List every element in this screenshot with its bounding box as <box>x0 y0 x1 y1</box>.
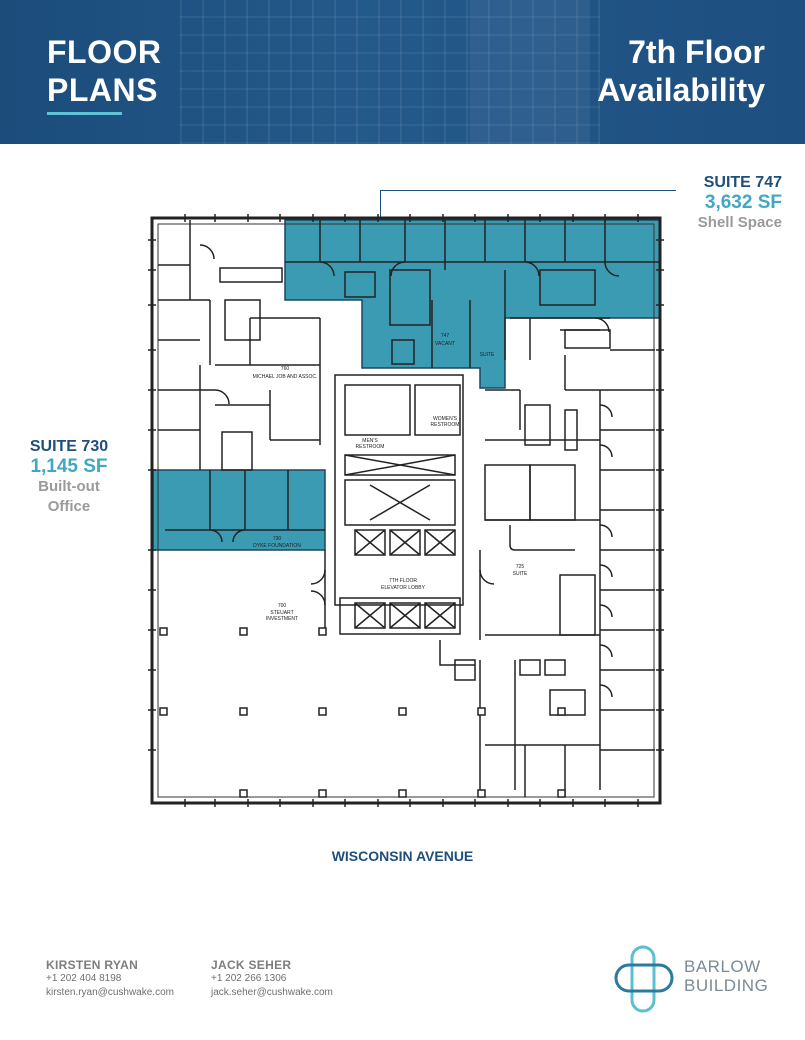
lobby-label-line1: 7TH FLOOR <box>389 578 417 584</box>
contact-name: JACK SEHER <box>211 958 292 972</box>
contact-email[interactable]: kirsten.ryan@cushwake.com <box>46 987 174 998</box>
suite-730-type-line1: Built-out <box>38 478 100 495</box>
suite-730-type-line2: Office <box>47 498 91 515</box>
room-number-725: 725 <box>516 564 525 570</box>
suite-747-name: SUITE 747 <box>703 174 782 191</box>
tenant-steuart-line1: STEUART <box>270 610 293 616</box>
suite-730-name: SUITE 730 <box>29 438 109 455</box>
page-title-line2: PLANS <box>47 72 158 108</box>
room-number-747: 747 <box>441 333 450 339</box>
womens-restroom-label: WOMEN'S <box>433 416 458 422</box>
tenant-michael-job: MICHAEL JOB AND ASSOC. <box>253 374 318 380</box>
contact-name: KIRSTEN RYAN <box>46 958 139 972</box>
suite-725-label: SUITE <box>513 571 528 577</box>
suite-747-leader-line <box>380 190 676 191</box>
logo-line2: BUILDING <box>684 976 769 995</box>
tenant-dyke-foundation: DYKE FOUNDATION <box>253 543 301 549</box>
suite-730-label: SUITE 730 1,145 SF Built-out Office <box>20 437 118 517</box>
suite-730-area-highlight[interactable] <box>152 469 326 551</box>
logo-text: BARLOW BUILDING <box>684 957 768 995</box>
womens-restroom-label-2: RESTROOM <box>431 422 460 428</box>
suite-747-label: SUITE 747 3,632 SF Shell Space <box>640 173 782 233</box>
page-title-line1: FLOOR <box>47 34 162 70</box>
page-subtitle-line1: 7th Floor <box>628 34 765 70</box>
suite-747-type: Shell Space <box>697 214 782 231</box>
mens-restroom-label-2: RESTROOM <box>356 444 385 450</box>
tenant-steuart-line2: INVESTMENT <box>266 616 298 622</box>
window-mullions <box>148 214 664 807</box>
lobby-label-line2: ELEVATOR LOBBY <box>381 585 426 591</box>
contact-phone[interactable]: +1 202 404 8198 <box>46 973 122 984</box>
contact-jack: JACK SEHER +1 202 266 1306 jack.seher@cu… <box>211 958 333 1000</box>
page-subtitle: 7th Floor Availability <box>597 33 765 109</box>
barlow-logo-icon <box>614 945 674 1013</box>
header-banner: FLOOR PLANS 7th Floor Availability <box>0 0 805 144</box>
street-label: WISCONSIN AVENUE <box>331 848 474 864</box>
page-title: FLOOR PLANS <box>47 33 161 109</box>
building-columns <box>159 627 566 798</box>
contact-kirsten: KIRSTEN RYAN +1 202 404 8198 kirsten.rya… <box>46 958 174 1000</box>
banner-building-pattern <box>180 0 600 144</box>
page-subtitle-line2: Availability <box>597 72 765 108</box>
suite-747-area-highlight[interactable] <box>284 219 661 389</box>
vacant-label: VACANT <box>435 341 455 347</box>
room-number-760: 760 <box>281 366 290 372</box>
logo-line1: BARLOW <box>684 957 761 976</box>
banner-building-shape <box>470 0 590 144</box>
interior-walls <box>158 220 660 797</box>
suite-small-label: SUITE <box>480 352 495 358</box>
suite-747-leader-drop <box>380 190 381 235</box>
contact-phone[interactable]: +1 202 266 1306 <box>211 973 287 984</box>
contact-email[interactable]: jack.seher@cushwake.com <box>211 987 333 998</box>
suite-747-area: 3,632 SF <box>704 192 782 213</box>
barlow-building-logo: BARLOW BUILDING <box>614 945 774 1015</box>
room-number-730: 730 <box>273 536 282 542</box>
title-underline <box>47 112 122 115</box>
mens-restroom-label: MEN'S <box>362 438 378 444</box>
room-number-700: 700 <box>278 603 287 609</box>
suite-730-area: 1,145 SF <box>30 456 108 477</box>
